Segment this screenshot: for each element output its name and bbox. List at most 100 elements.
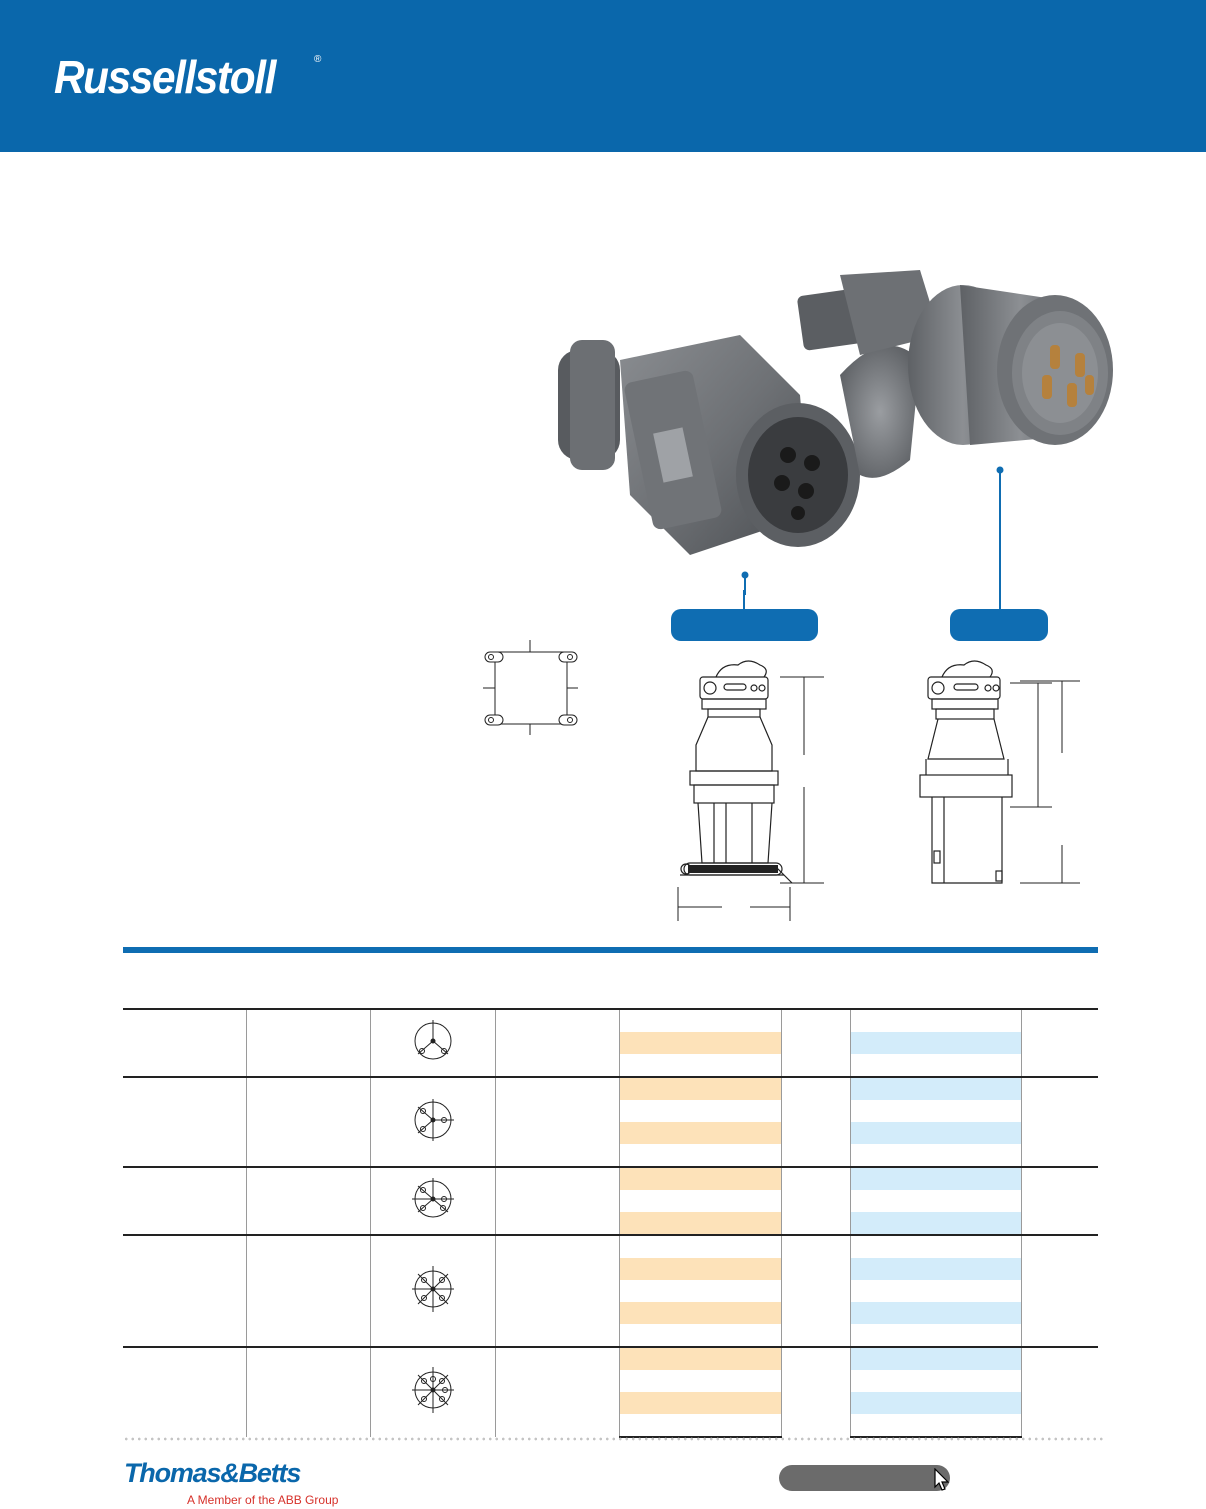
- table-cell: [619, 1190, 783, 1212]
- table-cell: [619, 1302, 783, 1324]
- table-cell: [1021, 1234, 1098, 1347]
- table-cell: [123, 1008, 248, 1077]
- table-cell: [495, 1234, 620, 1347]
- table-cell: [1021, 1076, 1098, 1167]
- table-cell: [1021, 1346, 1098, 1437]
- table-cell: [619, 1144, 783, 1167]
- table-cell: [123, 1076, 248, 1167]
- footer-nav-pill[interactable]: [779, 1465, 950, 1491]
- table-row: [123, 1166, 1098, 1235]
- table-cell: [850, 1076, 1022, 1100]
- receptacle-label-pill: [671, 609, 818, 641]
- table-row: [123, 1302, 1098, 1324]
- table-cell: [619, 1122, 783, 1144]
- table-cell: [850, 1212, 1022, 1235]
- table-cell: [495, 1008, 620, 1077]
- table-cell: [850, 1346, 1022, 1370]
- russellstoll-logo: Russellstoll: [54, 51, 276, 103]
- table-cell: [246, 1166, 372, 1235]
- table-cell: [619, 1258, 783, 1280]
- table-cell: [850, 1234, 1022, 1258]
- table-row: [123, 1234, 1098, 1347]
- table-cell: [850, 1392, 1022, 1414]
- table-row: [123, 1144, 1098, 1167]
- table-cell: [619, 1054, 783, 1077]
- table-cell: [123, 1234, 248, 1347]
- plug-dimension-drawing: [919, 660, 1080, 884]
- table-cell: [619, 1280, 783, 1302]
- table-row: [123, 1280, 1098, 1302]
- table-cell: [246, 1234, 372, 1347]
- table-cell: [850, 1190, 1022, 1212]
- table-cell: [123, 1166, 248, 1235]
- table-cell: [850, 1100, 1022, 1122]
- section-divider: [123, 947, 1098, 953]
- table-row: [123, 1414, 1098, 1438]
- table-cell: [619, 1166, 783, 1190]
- dotted-divider: [123, 1437, 1103, 1441]
- table-cell: [619, 1100, 783, 1122]
- table-cell: [850, 1054, 1022, 1077]
- mouse-cursor-icon: [934, 1468, 950, 1491]
- table-cell: [246, 1076, 372, 1167]
- table-cell: [495, 1076, 620, 1167]
- table-row: [123, 1258, 1098, 1280]
- table-cell: [850, 1258, 1022, 1280]
- thomas-betts-logo: Thomas&Betts: [124, 1458, 301, 1488]
- table-row: [123, 1032, 1098, 1054]
- table-cell: [619, 1032, 783, 1054]
- pin-config-6-icon: [370, 1234, 496, 1347]
- table-cell: [619, 1008, 783, 1032]
- table-row: [123, 1370, 1098, 1392]
- page-header: Russellstoll ®: [0, 0, 1206, 152]
- table-cell: [619, 1076, 783, 1100]
- table-row: [123, 1076, 1098, 1167]
- table-cell: [781, 1234, 851, 1347]
- table-row: [123, 1346, 1098, 1437]
- table-cell: [850, 1302, 1022, 1324]
- table-cell: [123, 1346, 248, 1437]
- table-cell: [619, 1212, 783, 1235]
- table-cell: [850, 1008, 1022, 1032]
- table-cell: [246, 1346, 372, 1437]
- table-row: [123, 1008, 1098, 1077]
- table-row: [123, 1392, 1098, 1414]
- pin-config-4-icon: [370, 1076, 496, 1167]
- callout-line-plug: [999, 590, 1001, 612]
- table-cell: [850, 1324, 1022, 1347]
- table-cell: [1021, 1008, 1098, 1077]
- pin-config-5-icon: [370, 1166, 496, 1235]
- table-cell: [781, 1346, 851, 1437]
- mounting-box-diagram: [483, 640, 578, 735]
- table-cell: [781, 1076, 851, 1167]
- table-cell: [850, 1122, 1022, 1144]
- table-cell: [619, 1324, 783, 1347]
- table-cell: [850, 1280, 1022, 1302]
- table-cell: [850, 1144, 1022, 1167]
- table-cell: [850, 1370, 1022, 1392]
- table-cell: [619, 1346, 783, 1370]
- table-cell: [850, 1414, 1022, 1438]
- table-row: [123, 1212, 1098, 1235]
- table-cell: [850, 1032, 1022, 1054]
- abb-tagline: A Member of the ABB Group: [187, 1493, 339, 1507]
- table-cell: [619, 1414, 783, 1438]
- table-cell: [781, 1008, 851, 1077]
- table-cell: [619, 1370, 783, 1392]
- registered-mark: ®: [314, 54, 322, 65]
- table-row: [123, 1100, 1098, 1122]
- table-cell: [850, 1166, 1022, 1190]
- receptacle-dimension-drawing: [677, 660, 824, 921]
- pin-config-7-icon: [370, 1346, 496, 1437]
- table-cell: [495, 1346, 620, 1437]
- table-row: [123, 1122, 1098, 1144]
- spec-table: [123, 1008, 1098, 1438]
- callout-line-receptacle: [743, 590, 745, 612]
- table-cell: [619, 1234, 783, 1258]
- table-cell: [1021, 1166, 1098, 1235]
- product-photo: [558, 270, 1113, 595]
- table-cell: [781, 1166, 851, 1235]
- table-row: [123, 1324, 1098, 1347]
- table-cell: [619, 1392, 783, 1414]
- table-row: [123, 1054, 1098, 1077]
